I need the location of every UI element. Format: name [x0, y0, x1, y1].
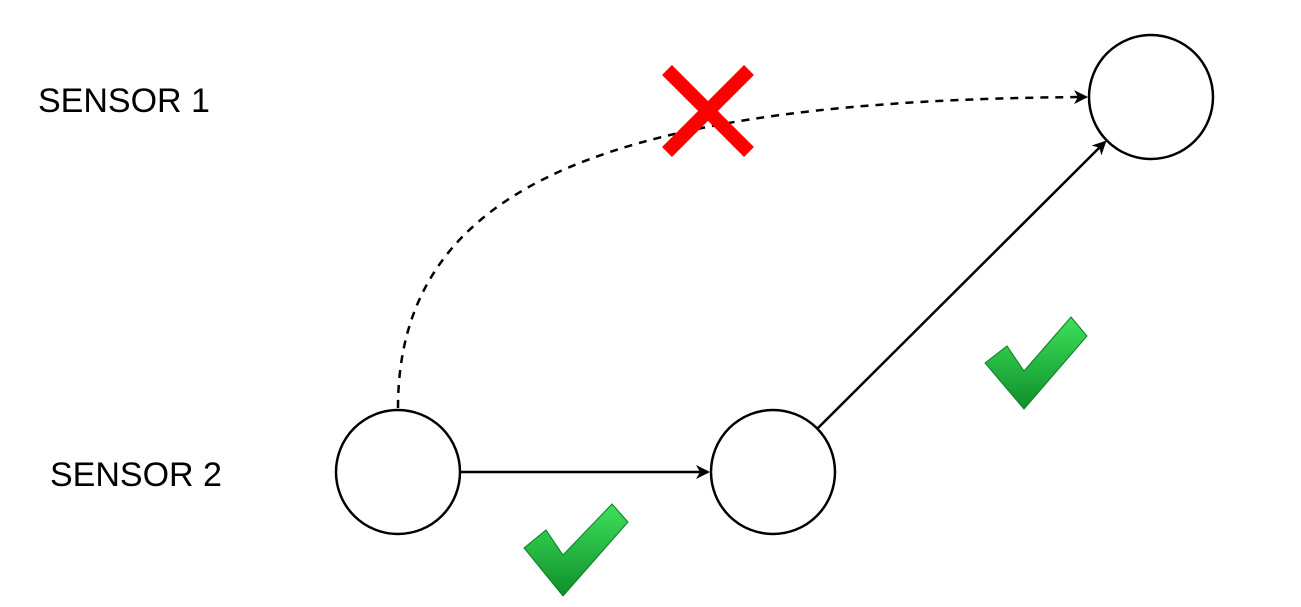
- lane-label-sensor-1: SENSOR 1: [38, 82, 210, 120]
- lane-label-sensor-2: SENSOR 2: [50, 456, 222, 494]
- check-icon: [984, 316, 1088, 410]
- check-icon: [523, 503, 629, 597]
- edge-solid-sensor2-b-to-sensor1: [817, 140, 1107, 429]
- sensor2-node-b: [709, 408, 837, 536]
- cross-icon: [662, 65, 754, 157]
- sensor1-node-a: [1087, 33, 1215, 161]
- sensor2-node-a: [334, 408, 462, 536]
- edge-dashed-sensor2-a-to-sensor1: [396, 90, 1088, 409]
